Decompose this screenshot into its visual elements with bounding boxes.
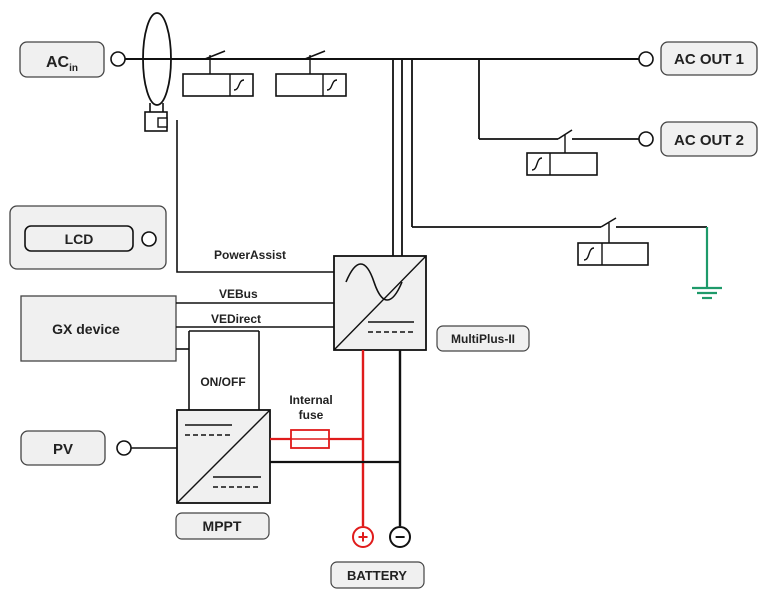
input-relay-1-icon	[182, 50, 254, 97]
battery-positive-icon	[352, 526, 374, 548]
gx-device-label: GX device	[52, 321, 120, 337]
ground-icon	[692, 227, 722, 300]
lcd-label: LCD	[65, 231, 94, 247]
power-assist-wire	[176, 120, 337, 273]
vebus-label: VEBus	[219, 287, 258, 301]
minus-sign: −	[395, 527, 406, 547]
battery-box	[330, 561, 425, 589]
mppt-label-box	[175, 512, 270, 540]
gx-device-box	[20, 295, 177, 362]
lcd-display	[24, 225, 134, 252]
ac-in-box	[19, 41, 105, 78]
lcd-knob-icon	[141, 231, 157, 247]
input-relay-2-icon	[275, 50, 347, 97]
multiplus-label-box	[436, 325, 530, 352]
on-off-label: ON/OFF	[200, 375, 245, 389]
ac-out-1-box	[660, 41, 758, 76]
multiplus-label: MultiPlus-II	[451, 332, 515, 346]
vedirect-label: VEDirect	[211, 312, 261, 326]
ac-out-2-terminal-icon	[638, 131, 654, 147]
pv-box	[20, 430, 106, 466]
ac-in-label: ACin	[46, 54, 78, 74]
mppt-label: MPPT	[203, 518, 242, 534]
ac-out-2-label: AC OUT 2	[674, 132, 744, 149]
ac-out-2-box	[660, 121, 758, 157]
internal-fuse-label-line1: Internal	[289, 393, 332, 407]
pv-terminal-icon	[116, 440, 132, 456]
ground-relay-icon	[577, 223, 649, 266]
ac-in-terminal-icon	[110, 51, 126, 67]
ac-out-1-terminal-icon	[638, 51, 654, 67]
pv-label: PV	[53, 441, 73, 458]
current-sensor-icon	[142, 12, 172, 106]
internal-fuse-label-line2: fuse	[299, 408, 324, 422]
ac-out-1-label: AC OUT 1	[674, 51, 744, 68]
power-assist-label: PowerAssist	[214, 248, 286, 262]
ac-out-2-relay-icon	[526, 135, 598, 176]
battery-label: BATTERY	[347, 568, 407, 583]
battery-negative-icon	[389, 526, 411, 548]
plus-sign: +	[358, 527, 369, 547]
